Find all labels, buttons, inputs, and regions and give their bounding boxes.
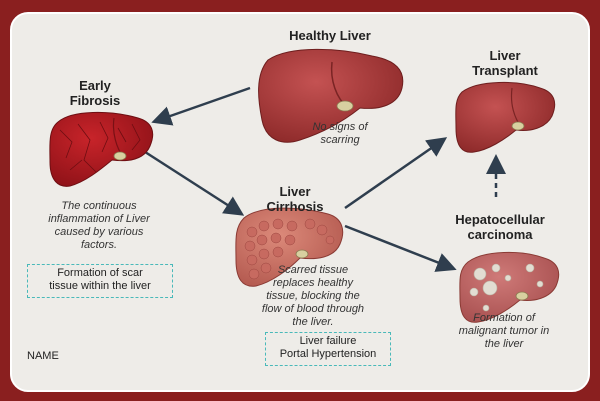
arrow-cirrhosis-to-carcinoma [344, 224, 457, 272]
early-fibrosis-box: Formation of scar tissue within the live… [27, 264, 173, 298]
liver-cirrhosis-description: Scarred tissue replaces healthy tissue, … [261, 264, 365, 328]
hepatocellular-carcinoma-title: Hepatocellular carcinoma [455, 212, 545, 242]
liver-cirrhosis-box: Liver failure Portal Hypertension [265, 332, 391, 366]
arrow-cirrhosis-to-transplant [344, 137, 448, 210]
healthy-liver-illustration [258, 48, 404, 143]
cirrhosis-liver-illustration [235, 207, 344, 287]
arrow-healthy-to-fibrosis [151, 86, 251, 126]
healthy-liver-title: Healthy Liver [289, 28, 371, 43]
hepatocellular-carcinoma-description: Formation of malignant tumor in the live… [458, 312, 550, 350]
early-fibrosis-description: The continuous inflammation of Liver cau… [48, 200, 150, 251]
liver-transplant-title: Liver Transplant [472, 48, 538, 78]
liver-cirrhosis-title: Liver Cirrhosis [266, 184, 324, 214]
arrow-fibrosis-to-cirrhosis [141, 148, 245, 216]
early-fibrosis-title: Early Fibrosis [69, 78, 121, 108]
healthy-liver-description: No signs of scarring [312, 121, 368, 146]
carcinoma-liver-illustration [459, 251, 560, 323]
fibrosis-liver-illustration [49, 111, 154, 187]
transplant-liver-illustration [455, 81, 556, 153]
name-footer: NAME [27, 350, 59, 362]
